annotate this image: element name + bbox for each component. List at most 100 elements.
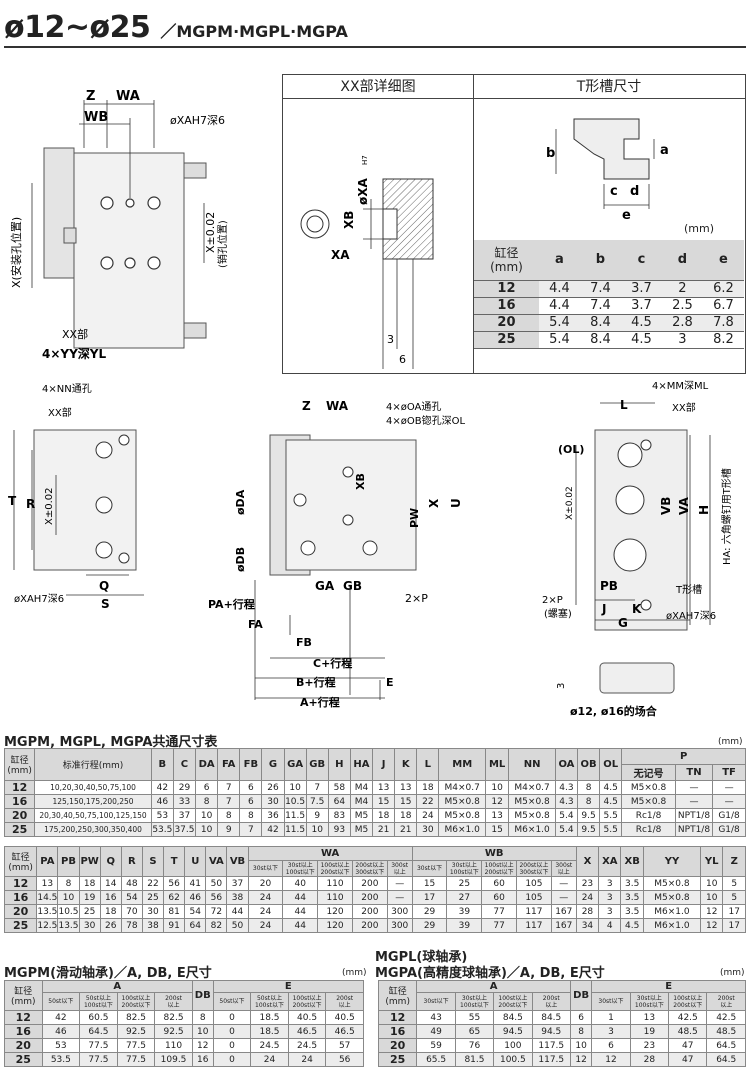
- table-cell: 13: [629, 1010, 670, 1025]
- table-cell: 1: [591, 1010, 631, 1025]
- column-subheader: 30st以下: [411, 860, 448, 877]
- column-header: GA: [283, 748, 307, 781]
- table-cell: —: [674, 780, 714, 795]
- table-cell: 7.8: [702, 314, 744, 332]
- table-cell: 5: [722, 876, 746, 891]
- table-cell: 3.5: [620, 904, 644, 919]
- table-cell: 6: [195, 780, 219, 795]
- column-header: Z: [722, 846, 746, 877]
- table-cell: 30: [141, 904, 165, 919]
- table-cell: M6×1.0: [642, 904, 702, 919]
- svg-text:S: S: [101, 597, 110, 610]
- column-header: X: [575, 846, 600, 877]
- column-header-e: E: [212, 980, 365, 993]
- svg-text:A+行程: A+行程: [300, 695, 340, 709]
- svg-text:HA: 六角螺钉用T形槽: HA: 六角螺钉用T形槽: [720, 468, 733, 565]
- column-header: DA: [195, 748, 219, 781]
- table-cell: 22: [416, 794, 440, 809]
- table-cell: 24: [287, 1052, 327, 1067]
- table-cell: 3: [661, 331, 703, 349]
- column-header-db: DB: [569, 980, 593, 1011]
- table-cell: 62: [163, 890, 186, 905]
- table-cell: 18.5: [250, 1024, 289, 1039]
- table-cell: 76: [454, 1038, 495, 1053]
- xx-detail-title: XX部详细图: [283, 75, 473, 99]
- svg-text:b: b: [546, 146, 555, 161]
- table-cell: M5×0.8: [621, 794, 676, 809]
- table-cell: 117: [516, 918, 552, 933]
- svg-text:2×P: 2×P: [542, 595, 563, 606]
- table-cell: 36: [261, 808, 285, 823]
- table-cell: 77.5: [79, 1052, 118, 1067]
- table-cell: 77: [481, 918, 518, 933]
- svg-text:XA: XA: [331, 248, 350, 262]
- table-cell: 10: [195, 822, 219, 837]
- column-subheader: 30st以下: [591, 992, 631, 1011]
- table-cell: 29: [172, 780, 197, 795]
- table-cell: 37: [226, 876, 249, 891]
- table-cell: 17: [722, 918, 746, 933]
- table-cell: 55: [454, 1010, 495, 1025]
- label-wb: WB: [84, 110, 108, 125]
- table-cell: 5.4: [554, 808, 579, 823]
- column-header: XB: [620, 846, 644, 877]
- table-cell: 24: [247, 890, 284, 905]
- table-cell: M5: [349, 808, 374, 823]
- row-header-bore: 12: [3, 780, 36, 795]
- table-cell: 10: [195, 808, 219, 823]
- table-cell: 4.5: [620, 314, 662, 332]
- table-cell: 42.5: [668, 1010, 708, 1025]
- svg-text:PA+行程: PA+行程: [208, 597, 255, 611]
- table-cell: 92.5: [116, 1024, 156, 1039]
- column-header: C: [172, 748, 197, 781]
- table-cell: 0: [212, 1052, 252, 1067]
- table-cell: 5.5: [599, 808, 623, 823]
- table-cell: —: [712, 794, 746, 809]
- svg-text:øDB: øDB: [234, 547, 247, 572]
- table-cell: 19: [629, 1024, 670, 1039]
- table-cell: 46: [41, 1024, 81, 1039]
- table-cell: 15: [411, 876, 448, 891]
- table-cell: G1/8: [712, 822, 746, 837]
- table-cell: 0: [212, 1024, 252, 1039]
- table-cell: M6×1.0: [642, 918, 702, 933]
- table-cell: 20,30,40,50,75,100,125,150: [34, 808, 152, 823]
- table-cell: 18.5: [250, 1010, 289, 1025]
- table-cell: 44: [226, 904, 249, 919]
- svg-text:ø12, ø16的场合: ø12, ø16的场合: [570, 704, 658, 718]
- table-cell: 200: [351, 904, 388, 919]
- xx-detail-drawing: XB øXA H7 XA 3 6: [300, 155, 434, 369]
- svg-text:a: a: [660, 143, 669, 158]
- table-cell: 13: [484, 808, 510, 823]
- table-cell: 10: [305, 822, 329, 837]
- label-yy: 4×YY深YL: [42, 346, 106, 361]
- column-header: H: [327, 748, 351, 781]
- table-cell: 60.5: [79, 1010, 118, 1025]
- table-cell: —: [712, 780, 746, 795]
- table-cell: 10.5: [283, 794, 307, 809]
- table-cell: 110: [317, 876, 353, 891]
- page-subtitle: ／MGPM·MGPL·MGPA: [160, 22, 348, 42]
- table-cell: 15: [372, 794, 396, 809]
- table-cell: —: [550, 876, 577, 891]
- table-cell: 23: [575, 876, 600, 891]
- column-header: L: [416, 748, 440, 781]
- front-view-drawing: 4×NN通孔 XX部 T R X±0.02 Q S øXAH7深6: [8, 383, 144, 610]
- column-header-wa: WA: [247, 846, 413, 861]
- mgpl-table-title: MGPL(球轴承): [375, 950, 468, 965]
- table-cell: 200: [351, 876, 388, 891]
- row-header-bore: 25: [3, 918, 38, 933]
- table-cell: 39: [446, 904, 483, 919]
